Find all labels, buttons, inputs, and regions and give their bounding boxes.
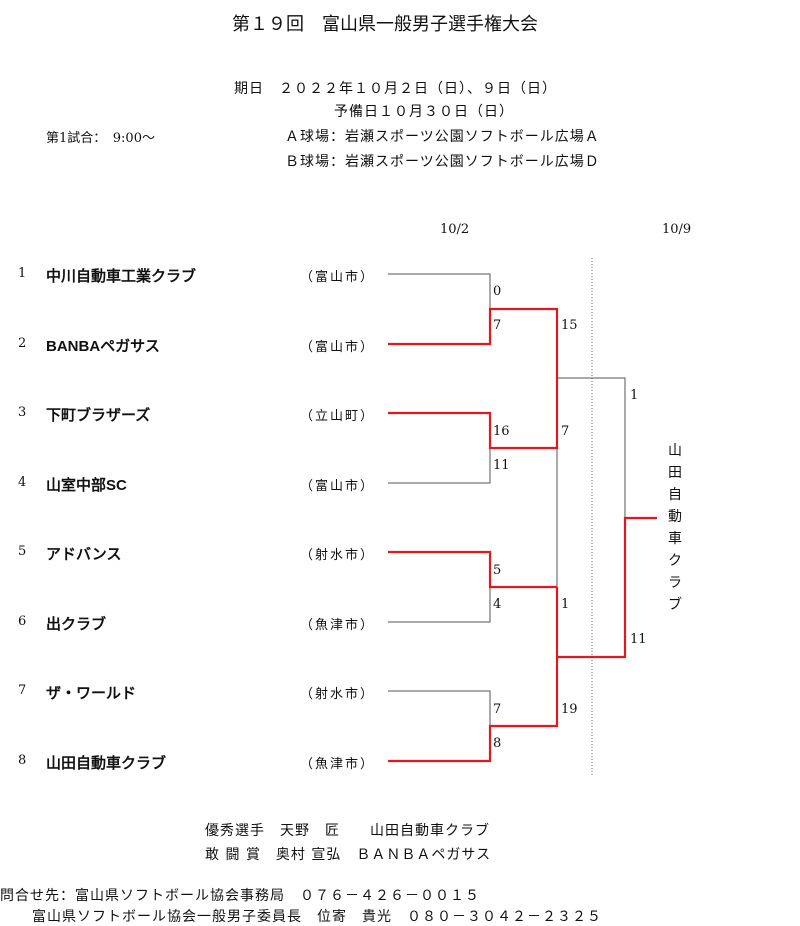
team-name: BANBAペガサス bbox=[46, 338, 160, 355]
team-name: 中川自動車工業クラブ bbox=[46, 268, 197, 285]
score-label: 5 bbox=[493, 563, 502, 578]
bracket-line bbox=[557, 377, 626, 518]
team-name: 山室中部SC bbox=[46, 477, 127, 494]
team-city: （富山市） bbox=[300, 340, 376, 355]
score-label: 16 bbox=[493, 424, 510, 439]
team-city: （富山市） bbox=[300, 479, 376, 494]
team-name: ザ・ワールド bbox=[46, 685, 137, 702]
champion-name: 山田自動車クラブ bbox=[668, 443, 682, 613]
bracket-line bbox=[388, 587, 491, 623]
event-dates: 期日 ２０２２年１０月２日（日）、９日（日） bbox=[234, 81, 557, 97]
winner-path bbox=[388, 378, 559, 450]
winner-path bbox=[388, 516, 657, 763]
team-seed: 7 bbox=[18, 683, 27, 698]
bracket-line bbox=[388, 448, 491, 484]
team-seed: 6 bbox=[18, 614, 27, 629]
score-label: 4 bbox=[493, 597, 502, 612]
round-date-2: 10/9 bbox=[662, 222, 692, 237]
team-city: （魚津市） bbox=[300, 757, 376, 772]
contact-line-2: 富山県ソフトボール協会一般男子委員長 位寄 貴光 ０８０－３０４２－２３２５ bbox=[32, 909, 602, 925]
field-b: Ｂ球場：岩瀬スポーツ公園ソフトボール広場Ｄ bbox=[285, 154, 600, 170]
team-seed: 4 bbox=[18, 475, 27, 490]
award-mvp: 優秀選手 天野 匠 山田自動車クラブ bbox=[205, 823, 490, 839]
team-city: （射水市） bbox=[300, 687, 376, 702]
score-label: 8 bbox=[493, 736, 502, 751]
page-title: 第１９回 富山県一般男子選手権大会 bbox=[232, 14, 538, 35]
winner-path bbox=[388, 550, 557, 589]
team-seed: 1 bbox=[18, 266, 27, 281]
round-date-1: 10/2 bbox=[440, 222, 470, 237]
team-name: 出クラブ bbox=[46, 616, 107, 633]
score-label: 0 bbox=[493, 284, 502, 299]
score-label: 19 bbox=[561, 702, 578, 717]
score-label: 7 bbox=[493, 702, 502, 717]
team-seed: 3 bbox=[18, 405, 27, 420]
score-label: 11 bbox=[493, 458, 510, 473]
score-label: 1 bbox=[561, 597, 570, 612]
team-city: （射水市） bbox=[300, 548, 376, 563]
team-city: （富山市） bbox=[300, 270, 376, 285]
score-label: 15 bbox=[561, 318, 578, 333]
reserve-date: 予備日１０月３０日（日） bbox=[334, 104, 514, 120]
score-label: 1 bbox=[630, 388, 639, 403]
team-city: （魚津市） bbox=[300, 618, 376, 633]
winner-path bbox=[388, 307, 559, 378]
bracket-line bbox=[388, 273, 491, 309]
team-name: 山田自動車クラブ bbox=[46, 755, 167, 772]
field-a: Ａ球場：岩瀬スポーツ公園ソフトボール広場Ａ bbox=[285, 129, 600, 145]
score-label: 7 bbox=[561, 424, 570, 439]
contact-line-1: 問合せ先：富山県ソフトボール協会事務局 ０７６－４２６－００１５ bbox=[0, 888, 480, 904]
team-seed: 5 bbox=[18, 544, 27, 559]
team-name: アドバンス bbox=[46, 546, 122, 563]
team-seed: 8 bbox=[18, 753, 27, 768]
team-seed: 2 bbox=[18, 336, 27, 351]
first-game-time: 第1試合： 9:00～ bbox=[46, 131, 155, 146]
award-fighting-spirit: 敢 闘 賞 奥村 宣弘 ＢＡＮＢＡペガサス bbox=[205, 847, 492, 863]
team-city: （立山町） bbox=[300, 409, 376, 424]
score-label: 11 bbox=[630, 632, 647, 647]
bracket-line bbox=[388, 690, 491, 726]
score-label: 7 bbox=[493, 318, 502, 333]
team-name: 下町ブラザーズ bbox=[46, 407, 151, 424]
